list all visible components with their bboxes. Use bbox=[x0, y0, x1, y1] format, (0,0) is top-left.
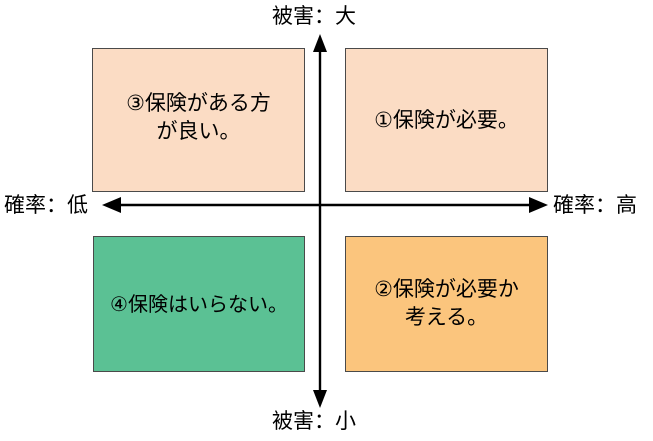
axis-label-bottom: 被害：小 bbox=[272, 409, 356, 433]
arrowhead-down-icon bbox=[313, 390, 327, 408]
quadrant-top-left: ③保険がある方 が良い。 bbox=[92, 48, 305, 192]
arrowhead-left-icon bbox=[102, 197, 121, 213]
axis-label-right: 確率：高 bbox=[553, 193, 637, 217]
quadrant-bottom-left: ④保険はいらない。 bbox=[93, 236, 305, 372]
quadrant-top-right-label: ①保険が必要。 bbox=[374, 108, 519, 132]
quadrant-bottom-left-label: ④保険はいらない。 bbox=[110, 291, 288, 316]
arrowhead-up-icon bbox=[313, 34, 327, 52]
arrowhead-right-icon bbox=[529, 197, 548, 213]
quadrant-top-left-label: ③保険がある方 が良い。 bbox=[126, 91, 271, 144]
axis-label-top: 被害：大 bbox=[272, 4, 356, 28]
quadrant-top-right: ①保険が必要。 bbox=[345, 48, 548, 192]
quadrant-bottom-right: ②保険が必要か 考える。 bbox=[345, 236, 548, 372]
quadrant-bottom-right-label: ②保険が必要か 考える。 bbox=[374, 277, 519, 330]
axis-label-left: 確率：低 bbox=[4, 193, 88, 217]
